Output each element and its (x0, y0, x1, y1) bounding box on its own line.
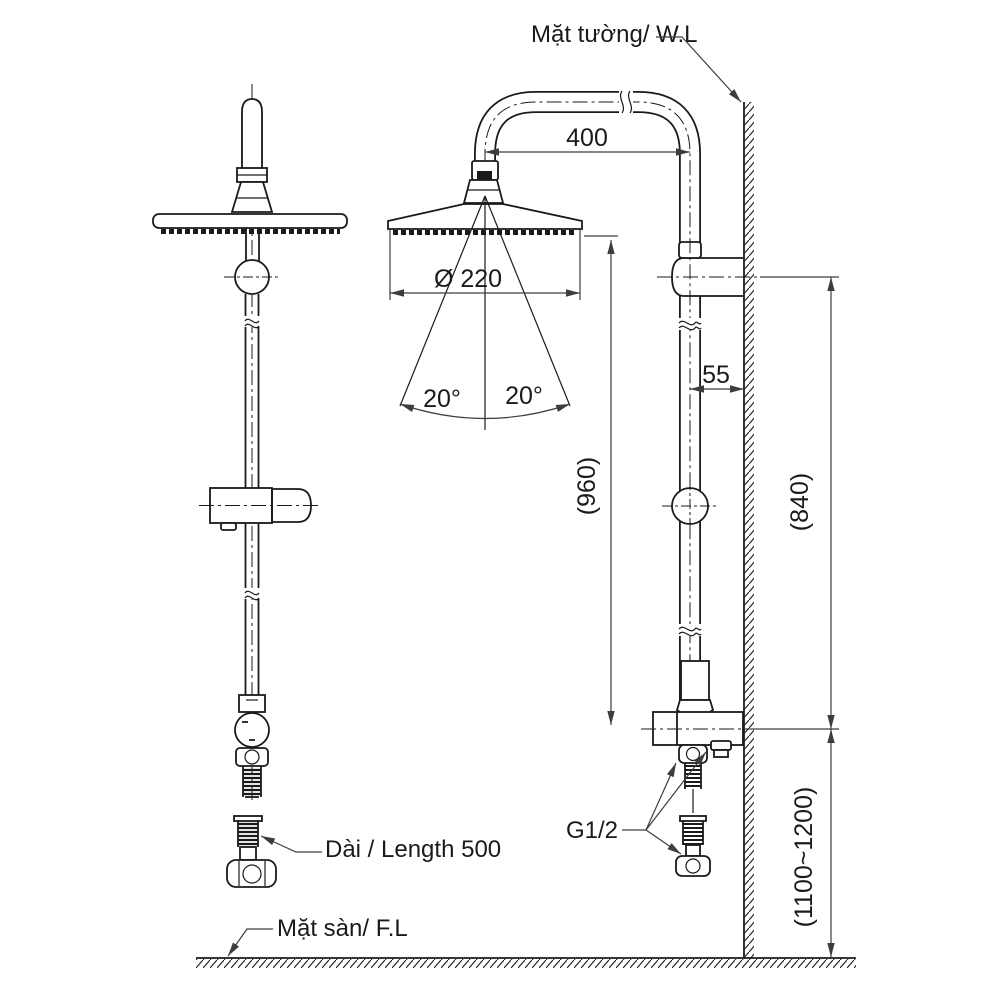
outlet-body (652, 660, 744, 746)
dim-55: 55 (702, 361, 730, 389)
wall-bracket (671, 241, 743, 297)
hose-fitting (226, 815, 277, 888)
label-thread-size: G1/2 (566, 751, 707, 855)
shower-head-side (152, 213, 348, 229)
outlet-fittings (675, 740, 732, 877)
dimension-bracket-to-outlet: (840) (786, 277, 835, 729)
dim-1100-1200: (1100~1200) (790, 787, 818, 928)
thread-size-label: G1/2 (566, 817, 618, 844)
dim-840: (840) (786, 473, 814, 531)
wall-line (743, 102, 754, 958)
pipe-break (619, 90, 702, 637)
label-hose-length: Dài / Length 500 (260, 835, 501, 863)
hose-length-label: Dài / Length 500 (325, 836, 501, 863)
dimension-outlet-to-floor: (1100~1200) (790, 729, 835, 957)
dim-angle-right: 20° (505, 382, 543, 410)
floor-line (196, 957, 856, 968)
dimensions: 400 Ø 220 20° 20° (960) 55 (840) (1 (389, 124, 835, 957)
slider-bracket (199, 487, 319, 531)
label-floor-line: Mặt sàn/ F.L (227, 915, 408, 957)
dimension-head-to-outlet: (960) (573, 235, 618, 725)
dim-960: (960) (573, 457, 601, 515)
swivel-joint (234, 694, 270, 798)
wall-line-label: Mặt tường/ W.L (531, 21, 698, 48)
labels: Mặt tường/ W.L Mặt sàn/ F.L Dài / Length… (227, 21, 742, 957)
dim-400: 400 (566, 124, 608, 152)
dim-angle-left: 20° (423, 385, 461, 413)
dimension-arm-to-wall: 400 (485, 124, 690, 156)
label-wall-line: Mặt tường/ W.L (531, 21, 742, 103)
front-view (387, 90, 839, 877)
dimension-head-diameter: Ø 220 (389, 230, 581, 300)
pipe-break (243, 316, 261, 601)
dimension-pipe-to-wall: 55 (690, 361, 744, 393)
dimension-spray-angle: 20° 20° (399, 382, 571, 420)
side-view (152, 84, 348, 888)
spray-cone (399, 195, 571, 430)
dim-diameter-220: Ø 220 (434, 265, 502, 293)
shower-arm-side (241, 98, 263, 170)
floor-line-label: Mặt sàn/ F.L (277, 915, 408, 942)
